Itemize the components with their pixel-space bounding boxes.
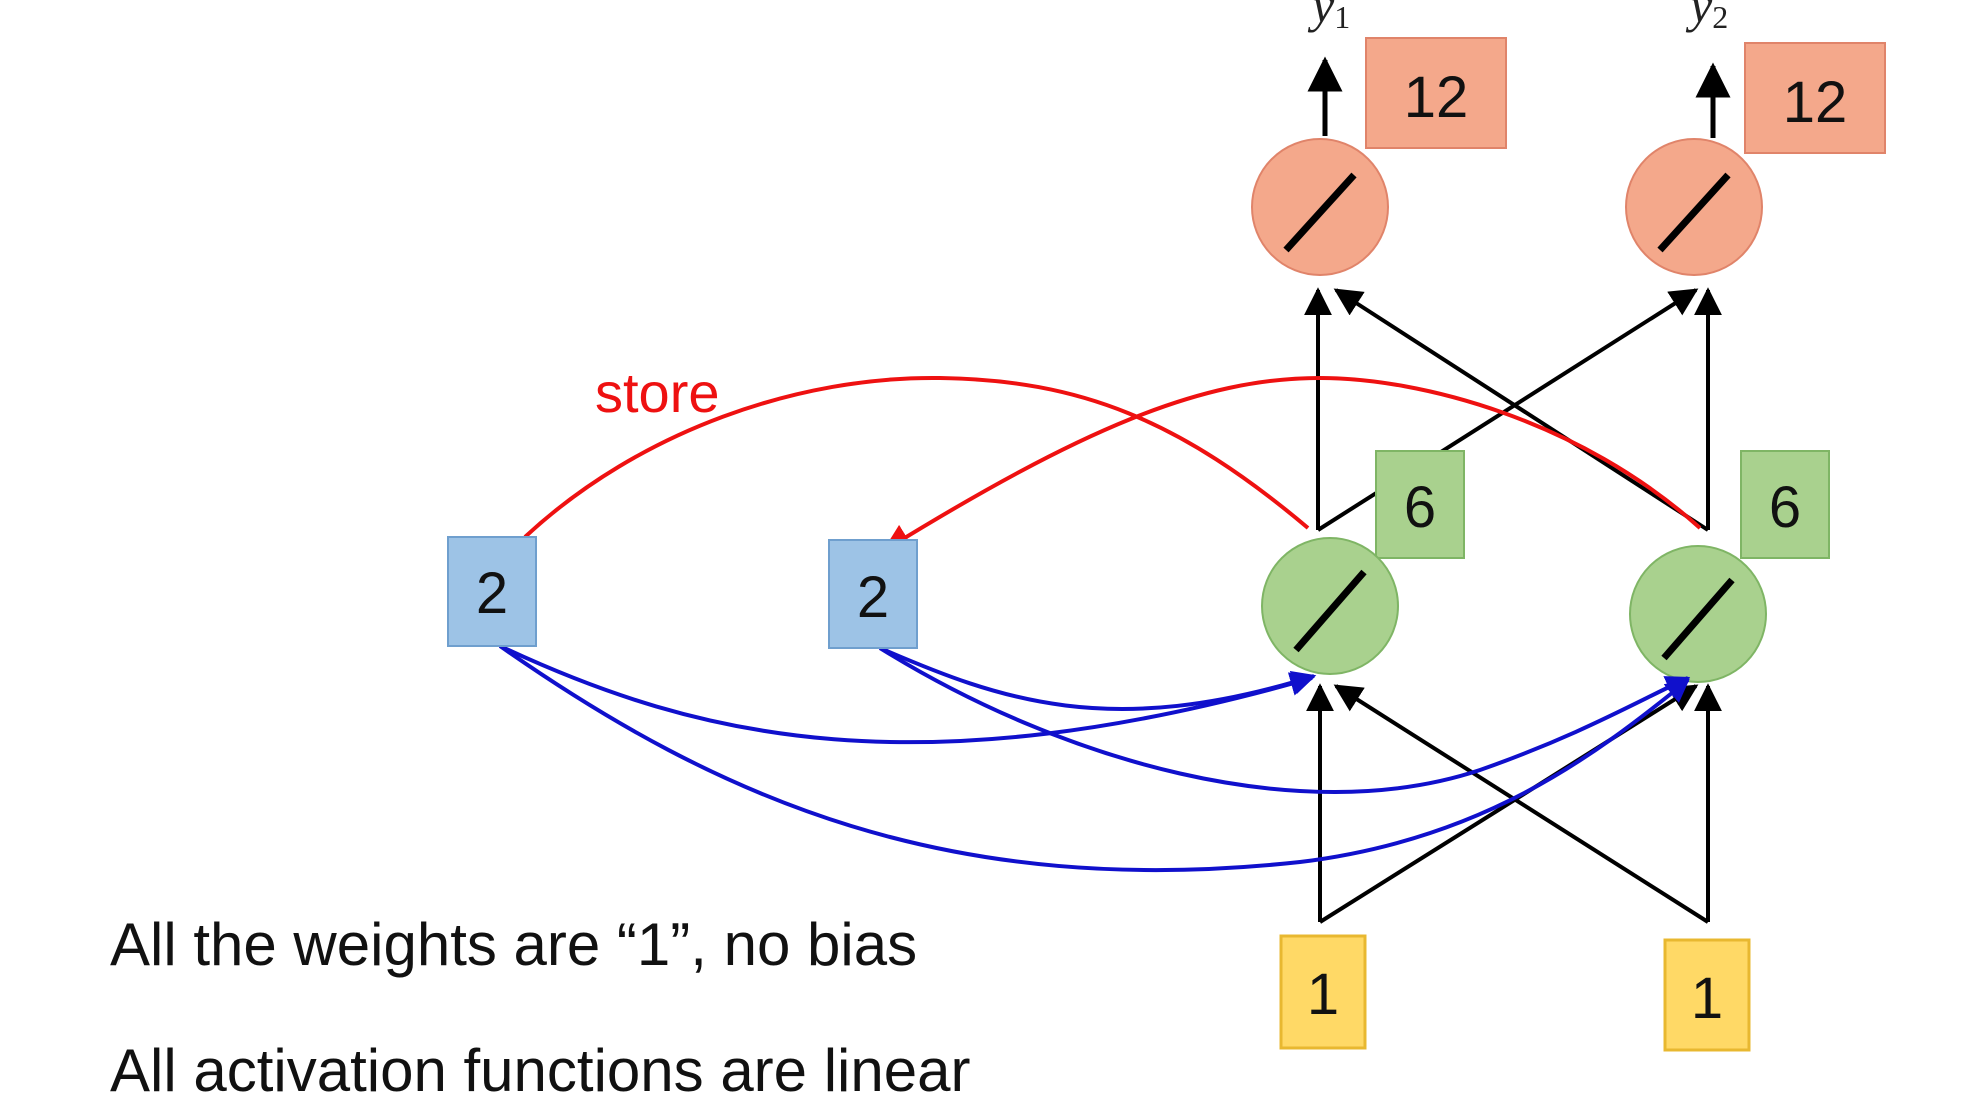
- memory-value-m1: 2: [476, 561, 508, 626]
- edge-x1-h2: [1318, 684, 1699, 924]
- input-box-x1: [1279, 934, 1367, 1050]
- hidden-value-h1: 6: [1404, 475, 1436, 540]
- memory-arrow-m1-h2: [498, 644, 1690, 873]
- memory-value-m2: 2: [857, 565, 889, 630]
- store-arrow-h1-m1: [523, 375, 1310, 539]
- memory-arrow-m2-h2: [878, 646, 1691, 794]
- store-arrow-h2-m2: [882, 375, 1702, 552]
- input-value-x1: 1: [1307, 962, 1339, 1027]
- caption-activation: All activation functions are linear: [110, 1037, 971, 1104]
- hidden-value-h2: 6: [1769, 475, 1801, 540]
- memory-box-m2: [828, 539, 918, 649]
- input-box-x2: [1663, 938, 1751, 1052]
- hidden-box-h2: [1740, 450, 1830, 559]
- memory-box-m1: [447, 536, 537, 647]
- store-label: store: [595, 361, 720, 424]
- output-value-y2: 12: [1783, 70, 1848, 135]
- caption-weights: All the weights are “1”, no bias: [110, 911, 918, 978]
- linear-activation-icon: [1293, 569, 1367, 653]
- output-node-y2: [1625, 138, 1763, 276]
- output-box-y1: [1365, 37, 1507, 149]
- linear-activation-icon: [1283, 172, 1357, 253]
- hidden-box-h1: [1375, 450, 1465, 559]
- memory-arrow-m2-h1: [879, 646, 1317, 711]
- output-label-y1: y1: [1307, 0, 1350, 35]
- edge-h1-o2: [1316, 288, 1699, 532]
- output-label-y2: y2: [1685, 0, 1728, 35]
- linear-activation-icon: [1661, 577, 1735, 661]
- linear-activation-icon: [1657, 172, 1731, 253]
- output-node-y1: [1251, 138, 1389, 276]
- input-value-x2: 1: [1691, 966, 1723, 1031]
- edge-x2-h1: [1333, 684, 1710, 924]
- memory-arrow-m1-h1: [499, 644, 1315, 745]
- edge-h2-o1: [1333, 288, 1710, 532]
- output-value-y1: 12: [1404, 65, 1469, 130]
- output-box-y2: [1744, 42, 1886, 154]
